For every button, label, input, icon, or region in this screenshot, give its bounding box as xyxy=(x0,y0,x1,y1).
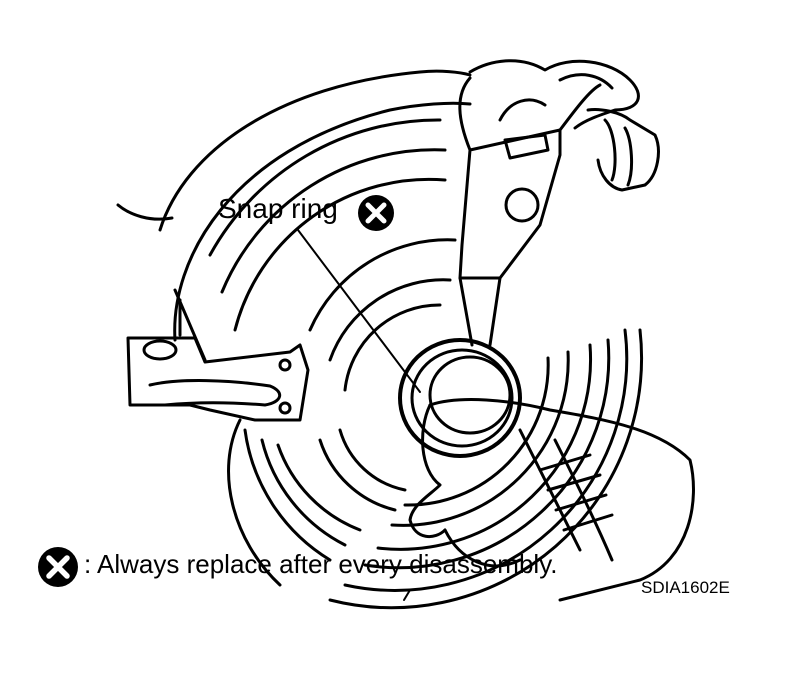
circled-x-icon xyxy=(38,547,78,587)
figure-code: SDIA1602E xyxy=(641,578,730,597)
snap-ring xyxy=(398,338,522,458)
housing-lower xyxy=(227,418,282,587)
pliers-grip xyxy=(586,108,660,192)
replacement-note: : Always replace after every disassembly… xyxy=(84,549,558,579)
snap-ring-label: Snap ring xyxy=(218,193,338,224)
housing-outline xyxy=(158,69,472,232)
housing-inner xyxy=(173,101,472,342)
snap-ring-pliers xyxy=(458,76,602,347)
housing-edge xyxy=(116,203,174,221)
hand-top xyxy=(468,59,640,130)
gear-rings xyxy=(208,118,644,610)
circled-x-icon xyxy=(358,195,394,231)
snap-ring-inner xyxy=(410,348,514,448)
leader-line xyxy=(297,229,421,393)
hand-bottom xyxy=(428,398,695,602)
fixture-bracket xyxy=(126,288,310,422)
shaft-end xyxy=(428,355,512,435)
